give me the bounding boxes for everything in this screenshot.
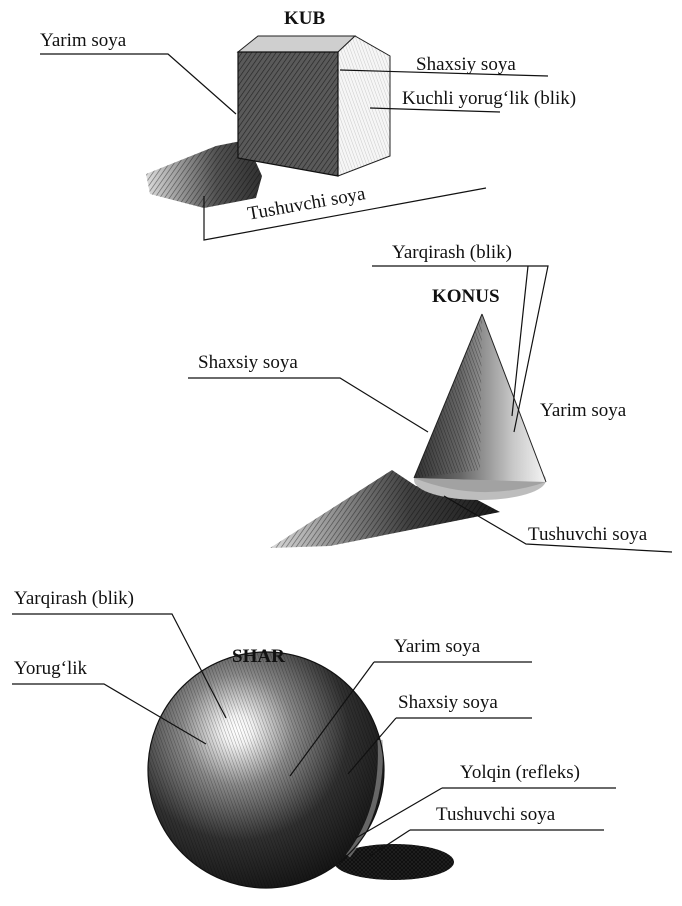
cone-figure — [270, 314, 546, 548]
cone-label-highlight: Yarqirash (blik) — [392, 242, 512, 264]
sphere-figure — [148, 652, 454, 888]
cube-top-face — [238, 36, 355, 52]
sphere-label-highlight: Yarqirash (blik) — [14, 588, 134, 610]
sphere-title: SHAR — [232, 646, 285, 668]
cone-label-own-shadow: Shaxsiy soya — [198, 352, 298, 374]
cone-label-cast-shadow: Tushuvchi soya — [528, 524, 647, 546]
sphere-label-reflex: Yolqin (refleks) — [460, 762, 580, 784]
sphere-label-cast-shadow: Tushuvchi soya — [436, 804, 555, 826]
cube-title: KUB — [284, 8, 325, 30]
cube-label-own-shadow: Shaxsiy soya — [416, 54, 516, 76]
sphere-label-half-shadow: Yarim soya — [394, 636, 480, 658]
cone-title: KONUS — [432, 286, 500, 308]
sphere-label-light: Yorug‘lik — [14, 658, 87, 680]
sphere-label-own-shadow: Shaxsiy soya — [398, 692, 498, 714]
cube-label-highlight: Kuchli yorug‘lik (blik) — [402, 88, 576, 110]
cube-figure — [146, 36, 390, 208]
cube-label-half-shadow: Yarim soya — [40, 30, 126, 52]
cone-label-half-shadow: Yarim soya — [540, 400, 626, 422]
